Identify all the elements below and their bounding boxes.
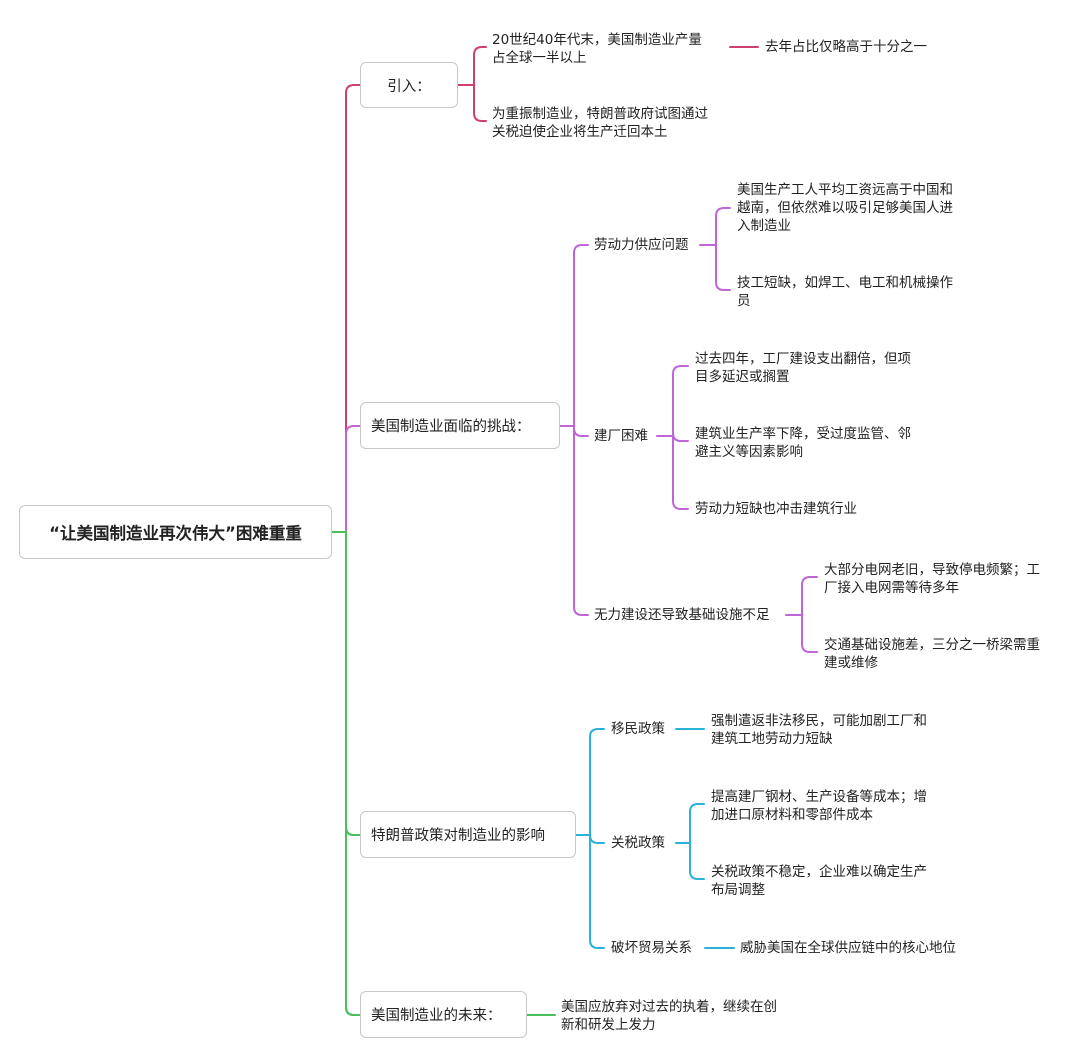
branch-policy[interactable]: 特朗普政策对制造业的影响 [360,811,576,858]
policy-link-3 [589,834,605,949]
policy-immigration[interactable]: 移民政策 [611,721,665,737]
challenges-link-2 [573,425,589,437]
root-to-intro-link-1 [345,84,361,533]
challenge-factory-building[interactable]: 建厂困难 [594,428,648,444]
trade-item[interactable]: 威胁美国在全球供应链中的核心地位 [740,940,956,956]
labor-link-2 [715,244,731,291]
policy-link-1 [589,728,605,836]
tariff-link-2 [689,842,705,880]
intro-link-2 [473,84,487,122]
branch-intro-label: 引入： [387,78,431,95]
challenges-link-3 [573,425,589,616]
factory-item-productivity[interactable]: 建筑业生产率下降，受过度监管、邻 避主义等因素影响 [695,426,911,460]
intro-item-1-child[interactable]: 去年占比仅略高于十分之一 [765,39,927,55]
root-to-policy-link-2 [345,531,361,1016]
branch-intro[interactable]: 引入： [360,62,458,108]
branch-policy-label: 特朗普政策对制造业的影响 [371,828,545,844]
intro-link-1 [473,46,487,86]
challenge-infrastructure[interactable]: 无力建设还导致基础设施不足 [594,607,770,623]
root-trunk-lower [345,531,361,836]
factory-link-3 [672,435,689,510]
infra-item-grid[interactable]: 大部分电网老旧，导致停电频繁；工 厂接入电网需等待多年 [824,562,1040,596]
policy-trade[interactable]: 破坏贸易关系 [611,940,692,956]
infra-link-1 [801,576,818,616]
factory-item-spending[interactable]: 过去四年，工厂建设支出翻倍，但项 目多延迟或搁置 [695,351,911,385]
branch-challenges-label: 美国制造业面临的挑战： [371,419,531,435]
factory-item-labor[interactable]: 劳动力短缺也冲击建筑行业 [695,501,857,517]
root-topic[interactable]: “让美国制造业再次伟大”困难重重 [19,505,332,559]
root-to-challenges-link-1 [345,425,361,533]
tariff-item-instability[interactable]: 关税政策不稳定，企业难以确定生产 布局调整 [711,864,927,898]
labor-item-skills[interactable]: 技工短缺，如焊工、电工和机械操作 员 [737,275,953,309]
immigration-item[interactable]: 强制遣返非法移民，可能加剧工厂和 建筑工地劳动力短缺 [711,713,927,747]
policy-tariff[interactable]: 关税政策 [611,835,665,851]
branch-future[interactable]: 美国制造业的未来： [360,991,527,1038]
infra-item-transport[interactable]: 交通基础设施差，三分之一桥梁需重 建或维修 [824,637,1040,671]
root-to-future [345,531,361,1016]
factory-link-1 [672,365,689,437]
branch-challenges[interactable]: 美国制造业面临的挑战： [360,402,560,449]
labor-link-1 [715,207,731,246]
policy-link-2 [589,834,605,844]
future-item[interactable]: 美国应放弃对过去的执着，继续在创 新和研发上发力 [561,999,777,1033]
challenges-link-1 [573,244,589,427]
infra-link-2 [801,614,818,653]
labor-item-wages[interactable]: 美国生产工人平均工资远高于中国和 越南，但依然难以吸引足够美国人进 入制造业 [737,182,953,234]
tariff-item-costs[interactable]: 提高建厂钢材、生产设备等成本；增 加进口原材料和零部件成本 [711,789,927,823]
intro-item-2[interactable]: 为重振制造业，特朗普政府试图通过 关税迫使企业将生产迁回本土 [492,106,708,140]
root-topic-label: “让美国制造业再次伟大”困难重重 [49,524,302,543]
root-to-policy-link-1 [345,531,361,836]
branch-future-label: 美国制造业的未来： [371,1008,502,1024]
challenge-labor-supply[interactable]: 劳动力供应问题 [594,237,689,253]
tariff-link-1 [689,803,705,844]
factory-link-2 [672,432,689,442]
intro-item-1[interactable]: 20世纪40年代末，美国制造业产量 占全球一半以上 [492,32,702,66]
